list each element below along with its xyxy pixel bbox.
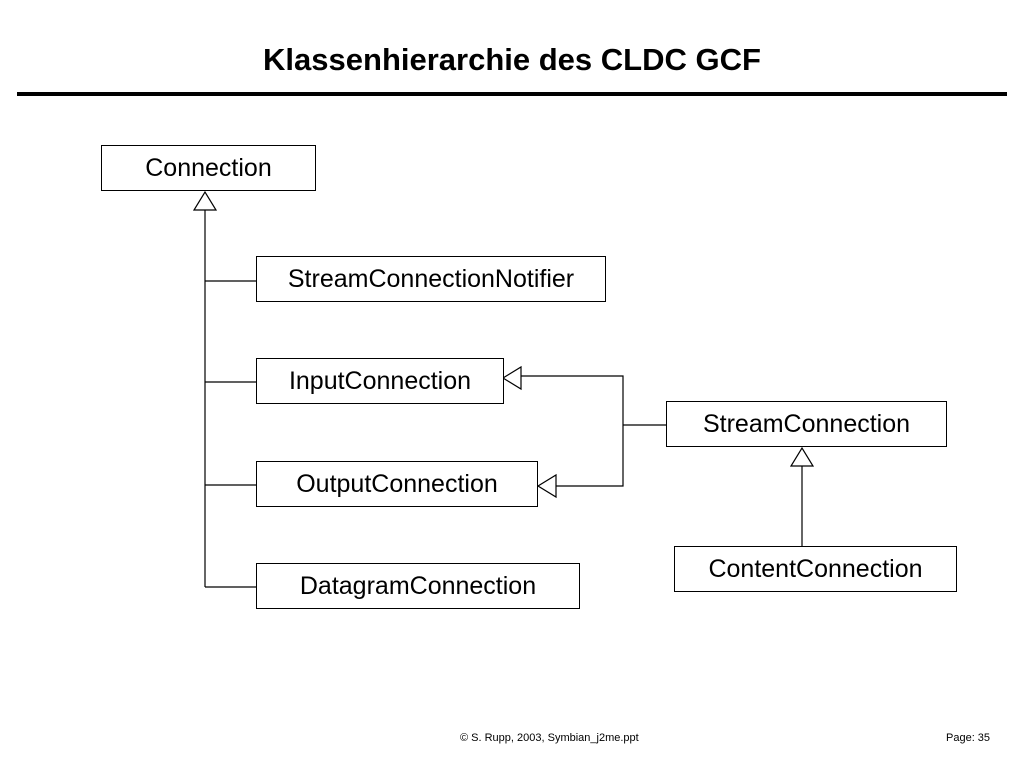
class-box-output-connection: OutputConnection (256, 461, 538, 507)
class-box-input-connection: InputConnection (256, 358, 504, 404)
slide-title: Klassenhierarchie des CLDC GCF (263, 42, 761, 77)
footer-copyright: © S. Rupp, 2003, Symbian_j2me.ppt (460, 732, 639, 744)
connection-generalization-arrow (192, 190, 218, 211)
title-divider (17, 92, 1007, 96)
output-generalization-arrow (536, 473, 557, 499)
input-generalization-arrow (501, 365, 522, 391)
stream-generalization-arrow (789, 446, 815, 467)
footer-page-number: Page: 35 (946, 732, 991, 744)
class-box-datagram-connection: DatagramConnection (256, 563, 580, 609)
class-box-stream-connection-notifier: StreamConnectionNotifier (256, 256, 606, 302)
class-box-stream-connection: StreamConnection (666, 401, 947, 447)
stream-bracket-line (521, 375, 624, 487)
class-box-content-connection: ContentConnection (674, 546, 957, 592)
class-box-connection: Connection (101, 145, 316, 191)
